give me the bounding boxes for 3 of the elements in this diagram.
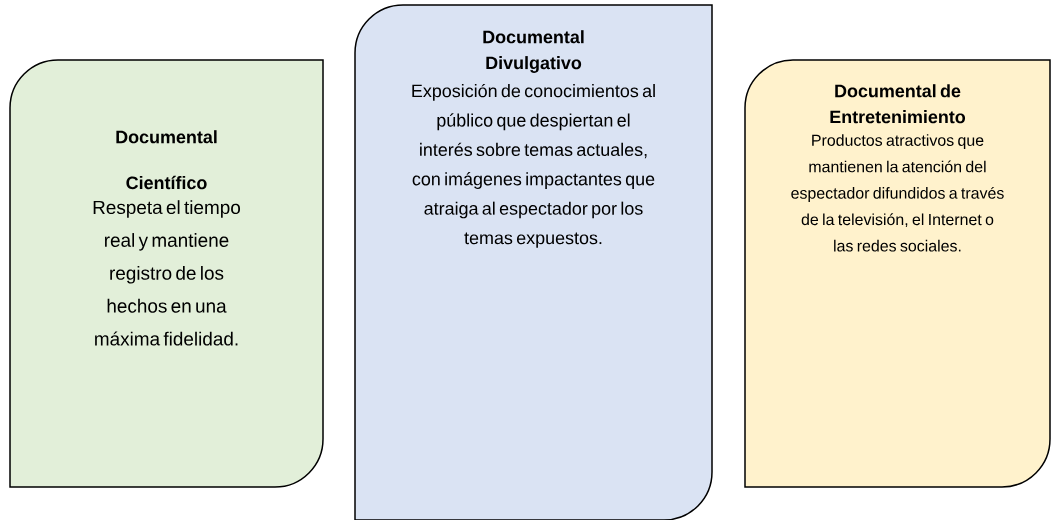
card: Documental Científico Respeta el tiempo real y mantiene registro de los hechos en una máxima fidelidad. bbox=[9, 59, 324, 488]
card: Documental de Entretenimiento Productos atractivos que mantienen la atención del espectador difundidos a través de la televisión, el Internet o las redes sociales. bbox=[744, 59, 1051, 488]
card: Documental Divulgativo Exposición de conocimientos al público que despiertan el interés sobre temas actuales, con imágenes impactantes que atraiga al espectador por los temas expuestos. bbox=[354, 4, 713, 520]
